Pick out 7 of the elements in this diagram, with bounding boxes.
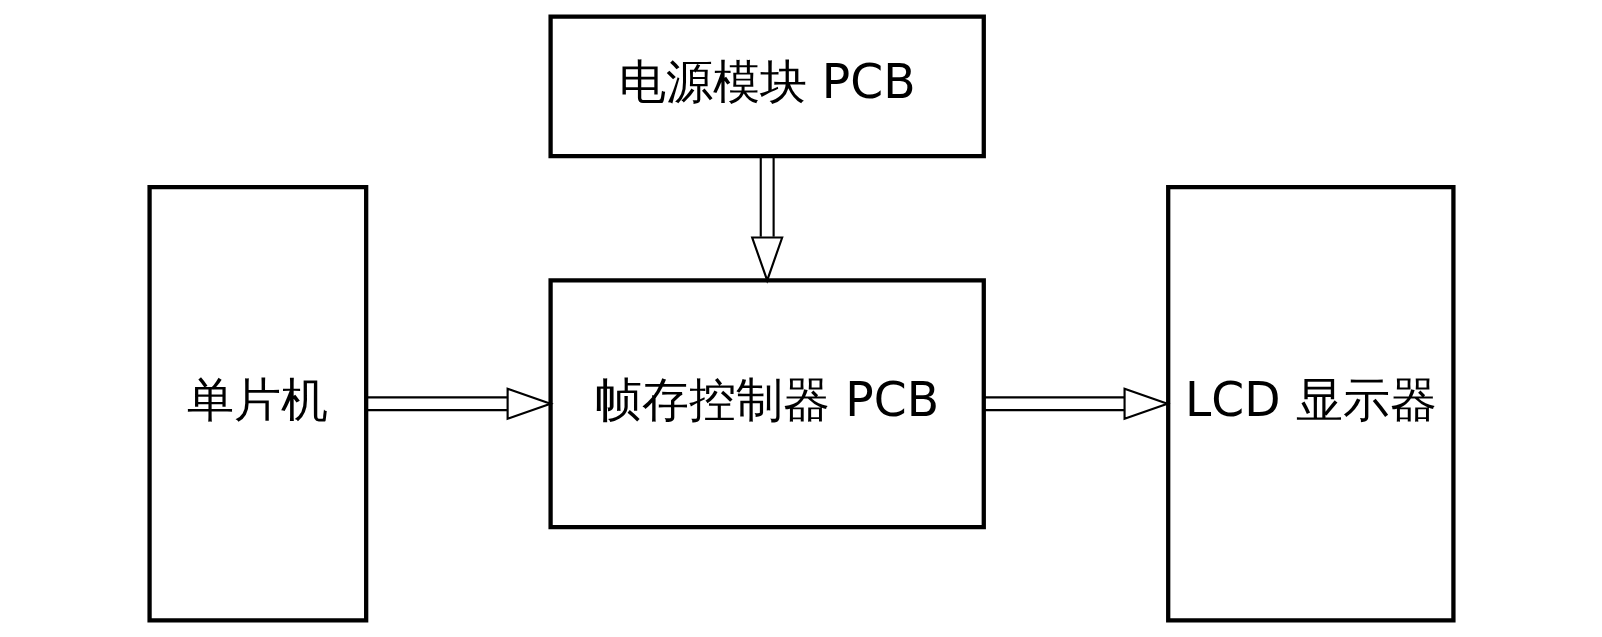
arrow (366, 387, 554, 421)
node-box: 单片机 (146, 185, 368, 623)
node-box: LCD 显示器 (1165, 185, 1456, 623)
node-box: 电源模块 PCB (547, 14, 986, 159)
arrow (983, 387, 1171, 421)
arrow (750, 156, 784, 284)
node-box: 帧存控制器 PCB (547, 278, 986, 530)
